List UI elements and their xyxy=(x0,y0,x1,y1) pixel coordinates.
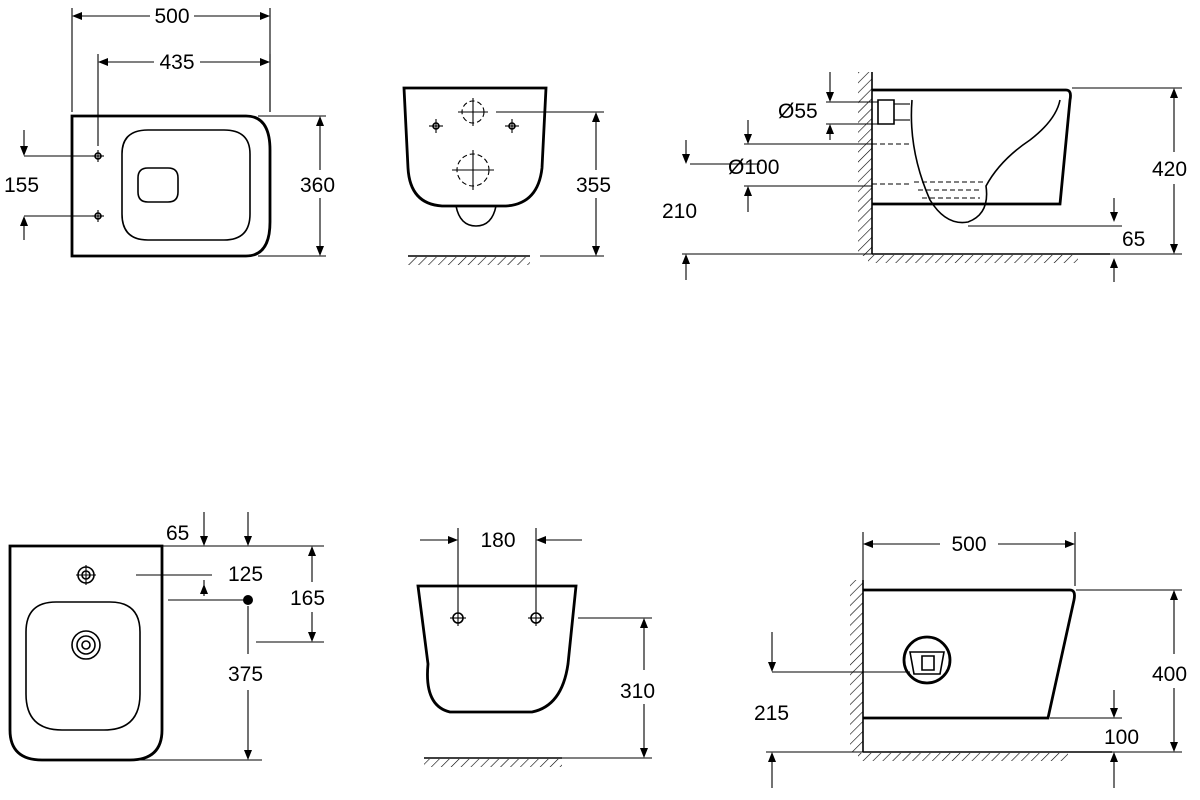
bidet-back-view: 180 310 xyxy=(416,528,655,767)
bidet-top-view: 65 125 165 375 xyxy=(8,512,325,762)
bidet-fixing-point-icon xyxy=(243,595,253,605)
bidet-top-bowl xyxy=(25,601,141,731)
floor-hatch xyxy=(858,753,1068,761)
wc-side-water xyxy=(914,181,984,199)
wc-top-view: 500 435 155 360 xyxy=(4,5,335,258)
dim-wc-inlet-diameter: Ø55 xyxy=(778,100,818,123)
dim-wc-width: 500 xyxy=(154,5,189,28)
wall-hatch xyxy=(858,72,872,256)
dim-wc-outlet-height: 210 xyxy=(662,200,697,223)
dim-bidet-fix-to-edge: 165 xyxy=(290,587,325,610)
wc-fixing-hole-icon xyxy=(92,150,104,162)
wc-back-fixing-icon xyxy=(505,119,519,133)
dim-bidet-length: 375 xyxy=(228,663,263,686)
wc-back-fixing-icon xyxy=(429,119,443,133)
wc-fixing-hole-icon xyxy=(92,210,104,222)
dim-wc-depth: 360 xyxy=(300,174,335,197)
dim-bidet-bottom-clearance: 100 xyxy=(1104,726,1139,749)
dim-bidet-back-height: 310 xyxy=(620,680,655,703)
wc-side-inlet xyxy=(877,99,895,125)
wall-hatch xyxy=(850,580,863,752)
wc-back-view: 355 xyxy=(402,86,611,265)
dim-wc-back-height: 355 xyxy=(576,174,611,197)
dim-bidet-tap-to-fix: 125 xyxy=(228,563,263,586)
dim-bidet-width: 500 xyxy=(951,533,986,556)
bidet-side-view: 500 400 215 100 xyxy=(754,532,1187,788)
dim-wc-hole-spacing: 155 xyxy=(4,174,39,197)
dim-bidet-fix-spacing: 180 xyxy=(480,529,515,552)
wc-top-outline xyxy=(70,114,272,258)
dim-wc-height: 420 xyxy=(1152,158,1187,181)
wc-back-outline xyxy=(402,86,548,208)
wc-back-trap xyxy=(455,205,497,227)
dim-wc-inner-width: 435 xyxy=(159,51,194,74)
bidet-side-outline xyxy=(863,588,1076,720)
bidet-back-fixing-icon xyxy=(450,610,466,626)
floor-hatch xyxy=(424,759,562,767)
bidet-back-fixing-icon xyxy=(528,610,544,626)
floor-hatch xyxy=(868,255,1078,263)
dim-wc-rim-clearance: 65 xyxy=(1122,228,1145,251)
wc-side-bowl xyxy=(910,99,1061,224)
wc-side-outline xyxy=(872,88,1072,206)
wc-top-outlet xyxy=(137,167,179,203)
bidet-back-outline xyxy=(416,584,578,714)
wc-top-bowl xyxy=(121,129,251,241)
dim-wc-outlet-diameter: Ø100 xyxy=(728,156,779,179)
bidet-top-outline xyxy=(8,544,164,762)
wc-side-view: Ø55 Ø100 210 420 65 xyxy=(662,72,1187,282)
floor-hatch xyxy=(408,257,530,265)
dim-bidet-tap-offset: 65 xyxy=(166,522,189,545)
bidet-tap-hole-icon xyxy=(76,565,96,585)
bidet-side-inlet-icon xyxy=(902,635,952,685)
dim-bidet-inlet-height: 215 xyxy=(754,702,789,725)
bidet-drain-icon xyxy=(71,630,101,660)
dim-bidet-height: 400 xyxy=(1152,663,1187,686)
